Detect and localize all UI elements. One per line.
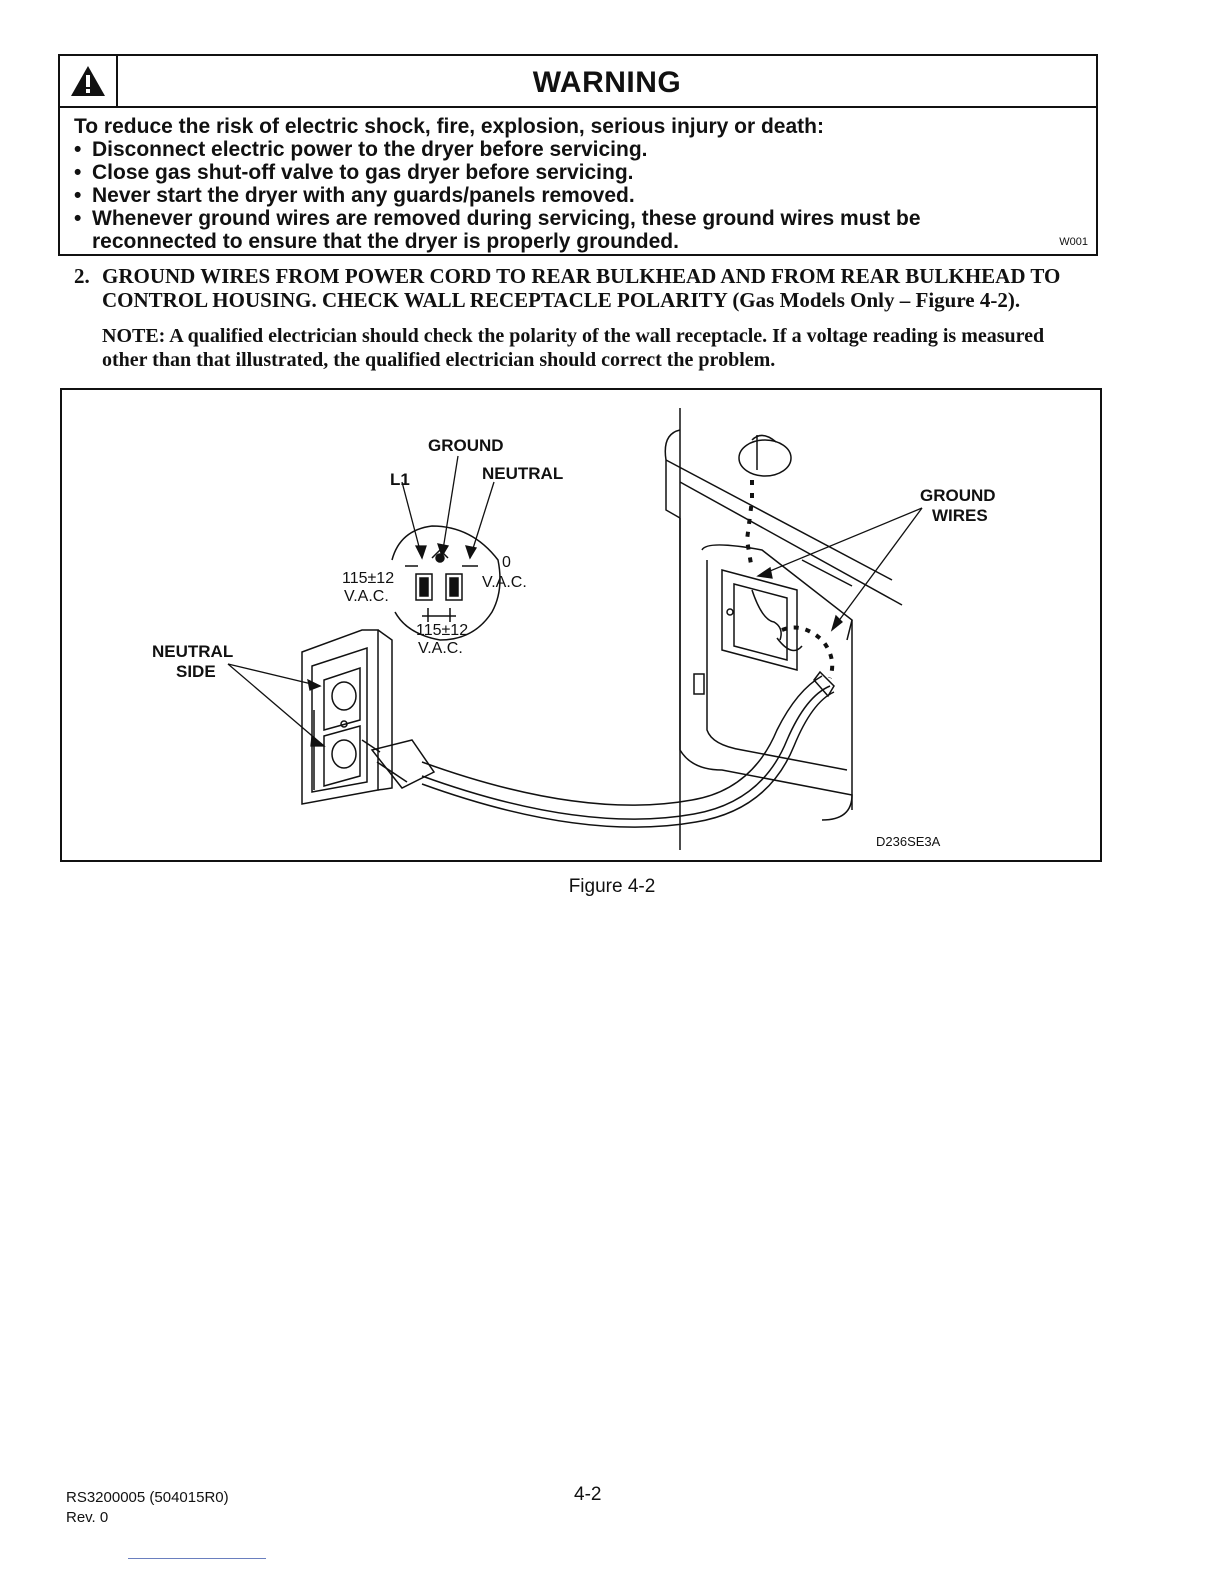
label-neutral-side-line2: SIDE	[176, 662, 216, 681]
dryer-cabinet	[664, 408, 903, 850]
warning-item-continued: reconnected to ensure that the dryer is …	[92, 230, 679, 253]
warning-icon-cell	[60, 56, 118, 106]
warning-header: WARNING	[60, 56, 1096, 108]
warning-item: Whenever ground wires are removed during…	[74, 207, 921, 230]
step-heading: GROUND WIRES FROM POWER CORD TO REAR BUL…	[102, 264, 1102, 312]
footer-revision: Rev. 0	[66, 1509, 109, 1526]
label-voltage-left-unit: V.A.C.	[344, 588, 389, 605]
warning-title: WARNING	[532, 66, 682, 99]
figure-caption: Figure 4-2	[568, 876, 656, 897]
figure-code: D236SE3A	[876, 834, 941, 849]
label-voltage-bottom-unit: V.A.C.	[418, 640, 463, 657]
label-neutral: NEUTRAL	[482, 464, 564, 483]
footer-doc-number: RS3200005 (504015R0)	[66, 1489, 229, 1506]
label-voltage-left-value: 115±12	[342, 570, 395, 587]
warning-code: W001	[1059, 236, 1088, 248]
label-voltage-right-value: 0	[502, 554, 511, 571]
power-cord	[361, 670, 835, 828]
footer-doc-info: RS3200005 (504015R0) Rev. 0	[66, 1488, 229, 1528]
warning-intro: To reduce the risk of electric shock, fi…	[74, 115, 824, 138]
label-voltage-right-unit: V.A.C.	[482, 574, 527, 591]
warning-item: Disconnect electric power to the dryer b…	[74, 138, 921, 161]
label-ground: GROUND	[428, 436, 504, 455]
footer-rule	[128, 1558, 266, 1559]
warning-item: Close gas shut-off valve to gas dryer be…	[74, 161, 921, 184]
page-number: 4-2	[574, 1484, 602, 1505]
warning-list: Disconnect electric power to the dryer b…	[74, 138, 921, 253]
step-number: 2.	[74, 264, 90, 288]
warning-box: WARNING To reduce the risk of electric s…	[58, 54, 1098, 256]
step-heading-main: GROUND WIRES FROM POWER CORD TO REAR BUL…	[102, 264, 1061, 312]
wall-receptacle	[301, 629, 393, 805]
warning-triangle-icon	[71, 66, 105, 96]
warning-item: Never start the dryer with any guards/pa…	[74, 184, 921, 207]
label-ground-wires-line2: WIRES	[932, 506, 988, 525]
label-l1: L1	[390, 470, 410, 489]
step-heading-suffix: (Gas Models Only – Figure 4-2).	[732, 288, 1021, 312]
figure-box: GROUND L1 NEUTRAL 115±12 V.A.C. 0 V.A.C.…	[60, 388, 1102, 862]
leader-lines	[227, 455, 923, 747]
label-ground-wires-line1: GROUND	[920, 486, 996, 505]
note-text: NOTE: A qualified electrician should che…	[102, 325, 1045, 371]
label-voltage-bottom-value: 115±12	[416, 622, 469, 639]
receptacle-illustration	[227, 408, 923, 850]
label-neutral-side-line1: NEUTRAL	[152, 642, 234, 661]
